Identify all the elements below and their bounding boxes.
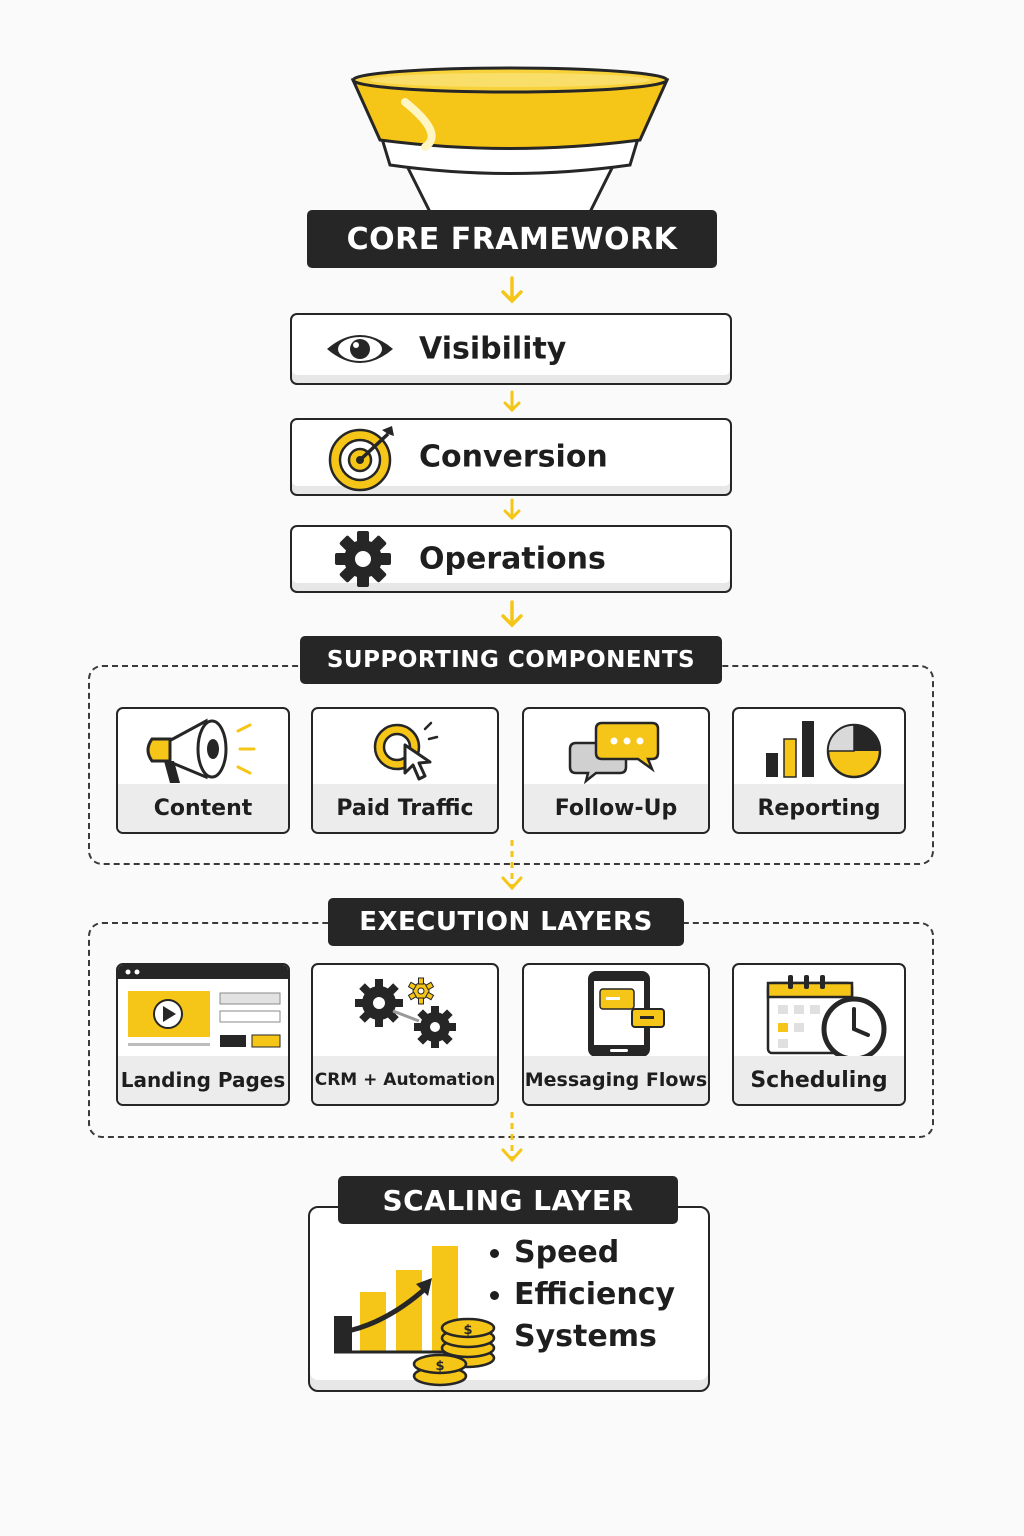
growth-chart-coins-icon: $ $	[334, 1246, 496, 1387]
stage-operations: Operations	[290, 525, 732, 593]
bar-pie-chart-icon	[766, 721, 882, 779]
cursor-click-icon	[373, 721, 439, 781]
card-label: CRM + Automation	[313, 1056, 497, 1104]
funnel-icon	[350, 66, 670, 212]
gears-icon	[355, 977, 456, 1048]
card-label: Scheduling	[734, 1056, 904, 1104]
card-label: Landing Pages	[118, 1056, 288, 1104]
gear-icon	[335, 531, 391, 587]
supporting-components-title: SUPPORTING COMPONENTS	[300, 636, 722, 684]
svg-text:$: $	[463, 1323, 472, 1338]
bullet-item: Speed	[490, 1232, 675, 1274]
target-icon	[328, 426, 394, 492]
bullet-item: Efficiency	[490, 1274, 675, 1316]
arrow-down-icon	[503, 390, 521, 413]
execution-layers-title: EXECUTION LAYERS	[328, 898, 684, 946]
card-paid-traffic: Paid Traffic	[311, 707, 499, 834]
calendar-clock-icon	[766, 975, 887, 1060]
megaphone-icon	[146, 718, 256, 783]
stage-label: Conversion	[419, 439, 608, 475]
phone-message-icon	[588, 971, 665, 1057]
card-messaging-flows: Messaging Flows	[522, 963, 710, 1106]
card-reporting: Reporting	[732, 707, 906, 834]
card-crm-automation: CRM + Automation	[311, 963, 499, 1106]
core-framework-title: CORE FRAMEWORK	[307, 210, 717, 268]
eye-icon	[327, 335, 393, 363]
scaling-layer-title: SCALING LAYER	[338, 1176, 678, 1224]
arrow-down-icon	[501, 840, 523, 891]
svg-text:$: $	[435, 1359, 444, 1374]
stage-conversion: Conversion	[290, 418, 732, 496]
bullet-dot	[490, 1249, 499, 1258]
bullet-item: Systems	[514, 1319, 657, 1354]
arrow-down-icon	[501, 1112, 523, 1163]
stage-label: Operations	[419, 541, 606, 577]
card-label: Reporting	[734, 784, 904, 832]
card-content: Content	[116, 707, 290, 834]
bullet-dot	[490, 1291, 499, 1300]
scaling-bullets: Speed Efficiency Systems	[490, 1232, 675, 1358]
arrow-down-icon	[501, 600, 523, 628]
card-label: Content	[118, 784, 288, 832]
arrow-down-icon	[503, 498, 521, 521]
browser-video-icon	[118, 965, 288, 1048]
card-scheduling: Scheduling	[732, 963, 906, 1106]
card-label: Messaging Flows	[524, 1056, 708, 1104]
card-label: Paid Traffic	[313, 784, 497, 832]
arrow-down-icon	[501, 276, 523, 304]
chat-bubbles-icon	[568, 721, 660, 785]
card-landing-pages: Landing Pages	[116, 963, 290, 1106]
card-label: Follow-Up	[524, 784, 708, 832]
stage-label: Visibility	[419, 331, 567, 367]
stage-visibility: Visibility	[290, 313, 732, 385]
card-follow-up: Follow-Up	[522, 707, 710, 834]
